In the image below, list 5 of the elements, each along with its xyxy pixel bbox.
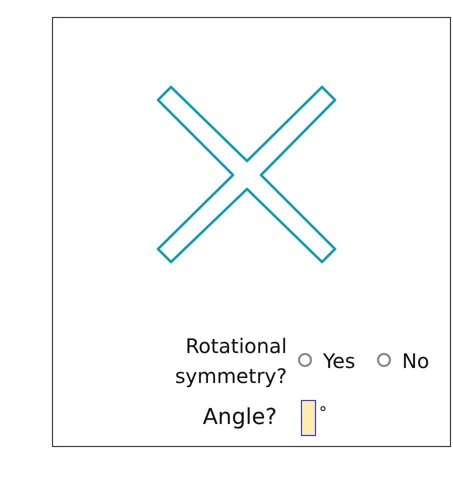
degree-sign: ° [319,402,327,424]
question-text: Rotational symmetry? [174,333,287,390]
question-text: Angle? [202,404,277,432]
option-label: No [402,348,430,375]
option-label: Yes [323,348,356,375]
